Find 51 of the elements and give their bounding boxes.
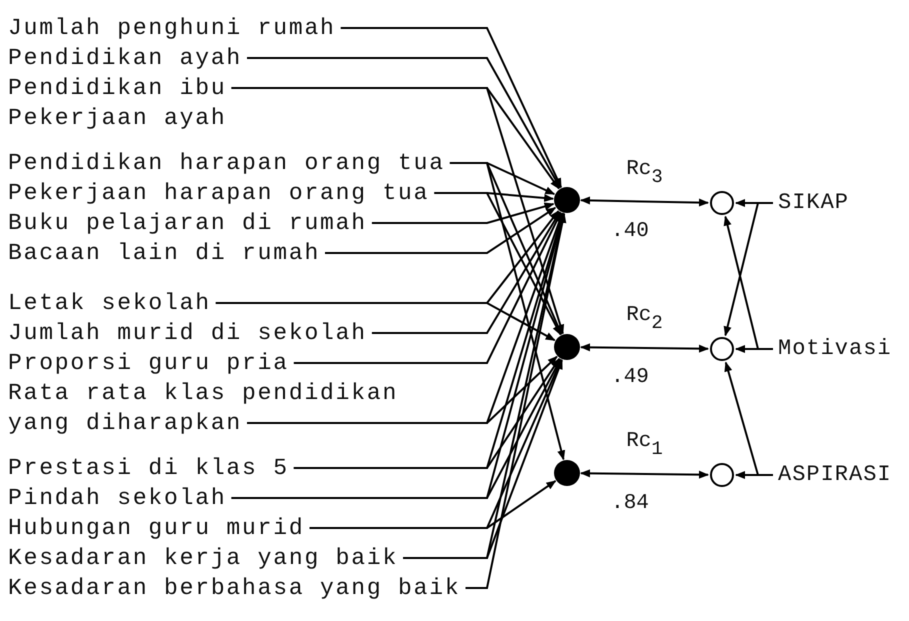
variable-label: Proporsi guru pria (8, 350, 289, 376)
coefficient-label: .49 (611, 366, 649, 389)
arrow (724, 362, 773, 476)
variable-label: Pendidikan ibu (8, 75, 226, 101)
outcome-label: SIKAP (778, 189, 850, 217)
factor-dot (554, 460, 580, 486)
arrow (372, 202, 554, 224)
factor-dot (554, 334, 580, 360)
variable-label: Prestasi di klas 5 (8, 455, 289, 481)
outcome-circle (710, 463, 734, 487)
outcome-circle (710, 191, 734, 215)
variable-label: Pindah sekolah (8, 485, 226, 511)
arrow (724, 202, 773, 336)
arrow (216, 302, 556, 342)
arrow (231, 358, 562, 499)
arrow (294, 358, 560, 469)
variable-label: Jumlah murid di sekolah (8, 320, 367, 346)
variable-label: Kesadaran berbahasa yang baik (8, 575, 460, 601)
factor-dot (554, 187, 580, 213)
arrow (450, 162, 566, 460)
outcome-label: ASPIRASI (778, 461, 892, 489)
coefficient-label: .40 (611, 220, 649, 243)
arrow (724, 216, 773, 350)
outcome-circle (710, 337, 734, 361)
variable-label: Jumlah penghuni rumah (8, 15, 336, 41)
variable-label: Buku pelajaran di rumah (8, 210, 367, 236)
arrow (310, 480, 556, 529)
arrow (434, 192, 562, 336)
variable-label: Pekerjaan harapan orang tua (8, 180, 430, 206)
arrow (325, 206, 556, 254)
arrow (580, 343, 709, 353)
arrow (231, 87, 564, 335)
coefficient-label: .84 (611, 492, 649, 515)
arrow (580, 469, 709, 479)
variable-label: Pekerjaan ayah (8, 105, 226, 131)
variable-label: Bacaan lain di rumah (8, 240, 320, 266)
arrow (294, 212, 562, 364)
variable-label: Kesadaran kerja yang baik (8, 545, 398, 571)
variable-label: Letak sekolah (8, 290, 211, 316)
arrow (340, 27, 562, 188)
variable-label: Hubungan guru murid (8, 515, 304, 541)
arrow (247, 356, 558, 424)
variable-label: Pendidikan harapan orang tua (8, 150, 445, 176)
arrow (247, 57, 561, 189)
arrow (372, 211, 561, 334)
outcome-label: Motivasi (778, 335, 892, 363)
variable-label: Rata rata klas pendidikan yang diharapkan (8, 380, 398, 436)
arrow (580, 196, 709, 207)
arrow (403, 359, 563, 559)
arrow (466, 212, 566, 589)
variable-label: Pendidikan ayah (8, 45, 242, 71)
